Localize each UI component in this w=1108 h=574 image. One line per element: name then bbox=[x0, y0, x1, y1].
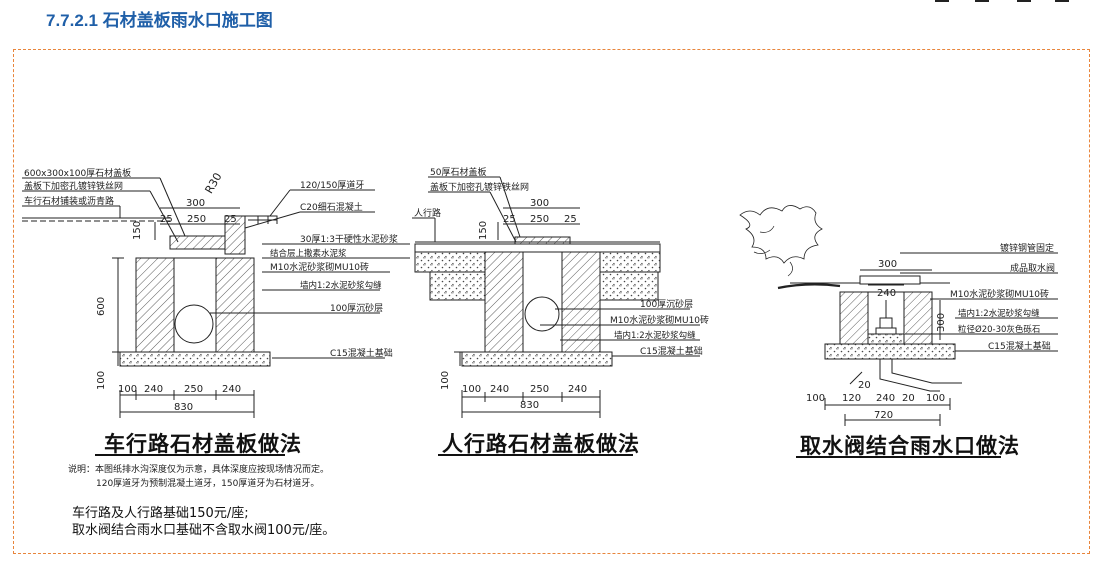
dim: 20 bbox=[858, 380, 871, 391]
dim: 25 bbox=[503, 214, 516, 225]
price-notes: 车行路及人行路基础150元/座; 取水阀结合雨水口基础不含取水阀100元/座。 bbox=[72, 505, 335, 539]
caption-underline bbox=[95, 454, 285, 456]
drawing-pedestrian-road-text: 50厚石材盖板 盖板下加密孔镀锌铁丝网 人行路 100厚沉砂层 M10水泥砂浆砌… bbox=[414, 166, 709, 411]
label: 人行路 bbox=[414, 207, 441, 219]
caption-valve: 取水阀结合雨水口做法 bbox=[800, 434, 1020, 458]
dim: 100 bbox=[96, 371, 107, 390]
dim: 240 bbox=[490, 384, 509, 395]
dim: 300 bbox=[878, 259, 897, 270]
dim: 25 bbox=[160, 214, 173, 225]
dim: 100 bbox=[806, 393, 825, 404]
label: 镀锌钢管固定 bbox=[1000, 242, 1054, 254]
dim: 300 bbox=[530, 198, 549, 209]
label: 100厚沉砂层 bbox=[330, 302, 383, 314]
dim: 240 bbox=[876, 393, 895, 404]
label: 盖板下加密孔镀锌铁丝网 bbox=[430, 181, 529, 193]
dim: 250 bbox=[184, 384, 203, 395]
drawing-water-valve bbox=[739, 205, 1058, 426]
label: R30 bbox=[203, 171, 225, 196]
label: C15混凝土基础 bbox=[988, 340, 1051, 352]
dim: 250 bbox=[530, 384, 549, 395]
drawing-frame bbox=[13, 49, 1090, 554]
drawing-vehicle-road bbox=[22, 177, 410, 418]
caption-underline bbox=[796, 456, 1001, 458]
caption-underline bbox=[438, 454, 633, 456]
label: 600x300x100厚石材盖板 bbox=[24, 167, 131, 179]
label: 盖板下加密孔镀锌铁丝网 bbox=[24, 180, 123, 192]
label: M10水泥砂浆砌MU10砖 bbox=[950, 288, 1049, 300]
label: 结合层上撒素水泥浆 bbox=[270, 248, 347, 259]
label: M10水泥砂浆砌MU10砖 bbox=[270, 261, 369, 273]
caption-pedestrian: 人行路石材盖板做法 bbox=[442, 432, 640, 456]
label: 100厚沉砂层 bbox=[640, 298, 693, 310]
price-line: 取水阀结合雨水口基础不含取水阀100元/座。 bbox=[72, 523, 336, 538]
dim: 240 bbox=[877, 288, 896, 299]
dim: 100 bbox=[926, 393, 945, 404]
label: 30厚1:3干硬性水泥砂浆 bbox=[300, 233, 398, 245]
dim: 300 bbox=[936, 313, 947, 332]
label: 车行石材铺装或沥青路 bbox=[24, 195, 114, 207]
dim: 600 bbox=[96, 297, 107, 316]
label: 120/150厚道牙 bbox=[300, 179, 364, 191]
dim: 240 bbox=[222, 384, 241, 395]
price-line: 车行路及人行路基础150元/座; bbox=[72, 506, 249, 521]
dim: 20 bbox=[902, 393, 915, 404]
note-line: 说明：本图纸排水沟深度仅为示意，具体深度应按现场情况而定。 bbox=[68, 465, 330, 475]
header-fragment bbox=[935, 0, 1105, 6]
label: 成品取水阀 bbox=[1010, 262, 1055, 274]
label: 50厚石材盖板 bbox=[430, 166, 486, 178]
dim: 250 bbox=[530, 214, 549, 225]
label: C20细石混凝土 bbox=[300, 201, 363, 213]
dim: 250 bbox=[187, 214, 206, 225]
drawing-vehicle-road-text: 600x300x100厚石材盖板 盖板下加密孔镀锌铁丝网 车行石材铺装或沥青路 … bbox=[24, 167, 398, 413]
dim: 150 bbox=[478, 221, 489, 240]
drawing-note: 说明：本图纸排水沟深度仅为示意，具体深度应按现场情况而定。 120厚道牙为预制混… bbox=[68, 463, 329, 491]
dim: 150 bbox=[132, 221, 143, 240]
label: 墙内1:2水泥砂浆勾缝 bbox=[300, 280, 382, 291]
dim: 720 bbox=[874, 410, 893, 421]
drawing-pedestrian-road bbox=[412, 176, 700, 418]
dim: 830 bbox=[520, 400, 539, 411]
dim: 25 bbox=[564, 214, 577, 225]
label: M10水泥砂浆砌MU10砖 bbox=[610, 314, 709, 326]
dim: 100 bbox=[118, 384, 137, 395]
dim: 240 bbox=[144, 384, 163, 395]
dim: 100 bbox=[440, 371, 451, 390]
dim: 100 bbox=[462, 384, 481, 395]
dim: 25 bbox=[224, 214, 237, 225]
dim: 120 bbox=[842, 393, 861, 404]
dim: 830 bbox=[174, 402, 193, 413]
drawing-water-valve-text: 镀锌钢管固定 成品取水阀 M10水泥砂浆砌MU10砖 墙内1:2水泥砂浆勾缝 粒… bbox=[806, 242, 1055, 421]
caption-vehicle: 车行路石材盖板做法 bbox=[104, 432, 302, 456]
note-line: 120厚道牙为预制混凝土道牙，150厚道牙为石材道牙。 bbox=[96, 479, 320, 489]
label: 墙内1:2水泥砂浆勾缝 bbox=[958, 308, 1040, 319]
label: C15混凝土基础 bbox=[640, 345, 703, 357]
label: 墙内1:2水泥砂浆勾缝 bbox=[614, 330, 696, 341]
label: 粒径Ø20-30灰色砾石 bbox=[958, 324, 1040, 335]
dim: 300 bbox=[186, 198, 205, 209]
page-title: 7.7.2.1 石材盖板雨水口施工图 bbox=[46, 11, 273, 30]
label: C15混凝土基础 bbox=[330, 347, 393, 359]
dim: 240 bbox=[568, 384, 587, 395]
